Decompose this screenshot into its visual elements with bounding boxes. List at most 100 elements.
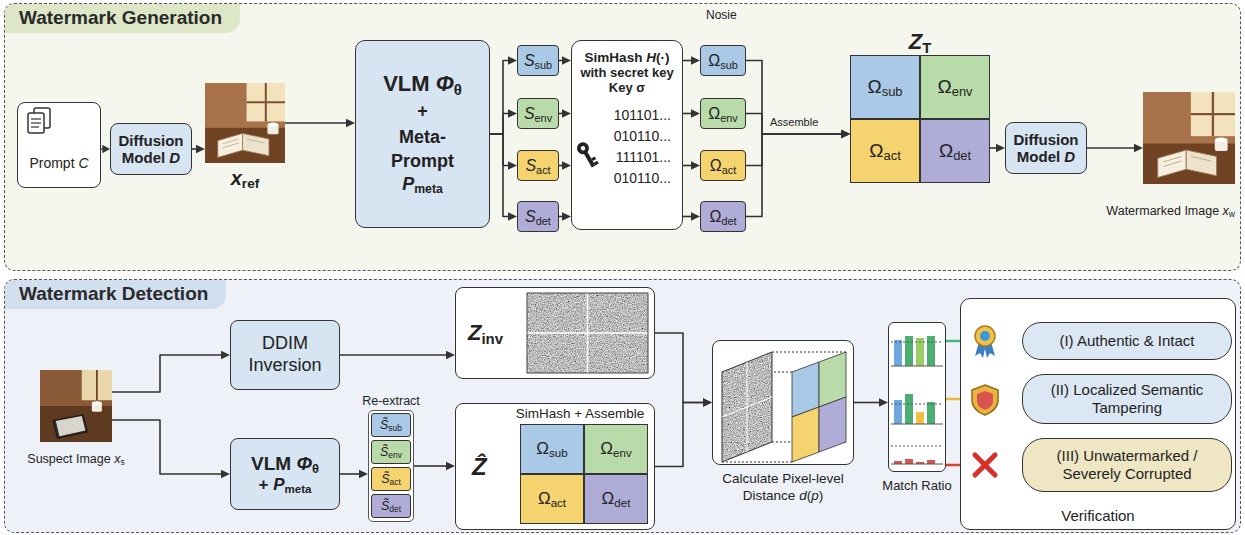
connector-line [854,402,879,404]
node-text: Key σ [609,80,645,95]
arrow-connector [559,109,571,117]
arrow-connector [414,462,455,470]
arrow-connector [746,130,850,217]
verification-ground [960,298,1236,530]
node-text: Prompt C [18,155,100,171]
node-text: VLM Φθ [383,71,462,97]
node-text: (I) Authentic & Intact [1059,332,1194,350]
math-symbol: S [524,52,535,69]
arrow-connector [746,61,850,139]
reference-image [205,83,285,163]
semantic-box: Ssub [517,45,559,76]
noise-box: Ωdet [700,201,746,232]
latent-box: SimHash + AssembleẐΩsubΩenvΩactΩdet [455,403,655,530]
connector-line [655,403,703,467]
grid-cell: Ωenv [920,55,990,119]
connector-line [746,134,841,217]
inverted-noise [455,287,655,379]
subscript: act [884,148,901,163]
node-text: (III) Unwatermarked / Severely Corrupted [1033,447,1221,483]
math-symbol: S̃ [381,499,389,513]
node-text: Zinv [468,320,503,346]
arrowhead [996,144,1005,152]
arrow-connector [683,56,700,64]
connector-line [112,355,221,392]
arrowhead [508,109,517,117]
connector-line [192,148,196,150]
arrowhead [703,398,712,406]
math-symbol: d [799,488,807,503]
semantic-box: S̃sub [371,413,411,437]
connector-line [490,61,508,135]
node-text: Sact [525,157,550,175]
connector-line [746,114,841,135]
subscript: sub [535,58,553,70]
node-text: 101101... [614,105,671,126]
connector-line [559,60,562,62]
subscript: det [721,214,736,226]
node-text: + [417,101,428,122]
simhash-ground [571,40,683,230]
grid-cell: Ωact [520,474,584,524]
node-text: DDIM Inversion [236,333,334,376]
arrow-connector [683,212,700,220]
node-text: Ωsub [867,76,902,98]
arrowhead [841,130,850,138]
model-box: Diffusion Model D [110,123,192,175]
image-node: xref [205,83,285,163]
process-box: DDIM Inversion [230,320,340,390]
match-ratio-bars [888,322,946,472]
node-text: + Pmeta [259,475,312,495]
grid-cell: Ωdet [920,119,990,183]
annotation-label: Nosie [706,8,737,22]
arrow-connector [655,398,712,466]
section-panel: Watermark GenerationPrompt CDiffusion Mo… [4,3,1241,271]
arrowhead [562,161,571,169]
prompt-box-ground [17,102,101,188]
arrow-connector [340,351,455,359]
grid-cell: Ωsub [520,424,584,474]
arrowhead [102,145,110,153]
arrowhead [221,470,230,478]
connector-line [490,134,508,217]
arrowhead [562,56,571,64]
node-text: S̃act [381,472,401,486]
model-box: Diffusion Model D [1005,122,1087,174]
node-text: Ssub [524,52,552,70]
node-text: S̃env [380,445,402,459]
node-text: ZT [851,29,989,55]
arrow-connector [559,161,571,169]
node-text: Calculate Pixel-level Distance d(p) [698,471,868,505]
math-symbol: p [811,488,819,503]
suspect-image [40,370,112,442]
semantic-box: Sact [517,150,559,181]
arrow-connector [1087,144,1143,152]
connector-line [683,60,691,62]
node-text: Ωenv [708,105,738,123]
subscript: θ [454,81,462,98]
node-text: Suspect Image xs [27,452,124,466]
arrow-connector [683,109,700,117]
node-text: 010110... [614,168,671,189]
image-node: Watermarked Image xw [1143,92,1235,184]
subscript: act [390,477,401,487]
semantic-stack: Re-extractS̃subS̃envS̃actS̃det [368,410,414,522]
node-text: (II) Localized Semantic Tampering [1033,381,1221,417]
subscript: det [389,504,401,514]
arrow-connector [101,145,110,153]
node-text: Verification [961,507,1235,524]
arrow-connector [192,145,205,153]
node-text: Sdet [525,208,551,226]
math-symbol: x [1223,204,1229,218]
connector-line [285,122,346,124]
subscript: sub [388,423,402,433]
node-text: Ωsub [536,439,567,459]
connector-line [559,165,562,167]
subscript: s [120,457,124,467]
connector-line [990,147,996,149]
medal-icon [975,326,995,358]
connector-line [683,216,691,218]
grid-cell: Ωdet [584,474,648,524]
verdict-pill: (II) Localized Semantic Tampering [1022,374,1232,424]
noise-box: Ωsub [700,45,746,76]
